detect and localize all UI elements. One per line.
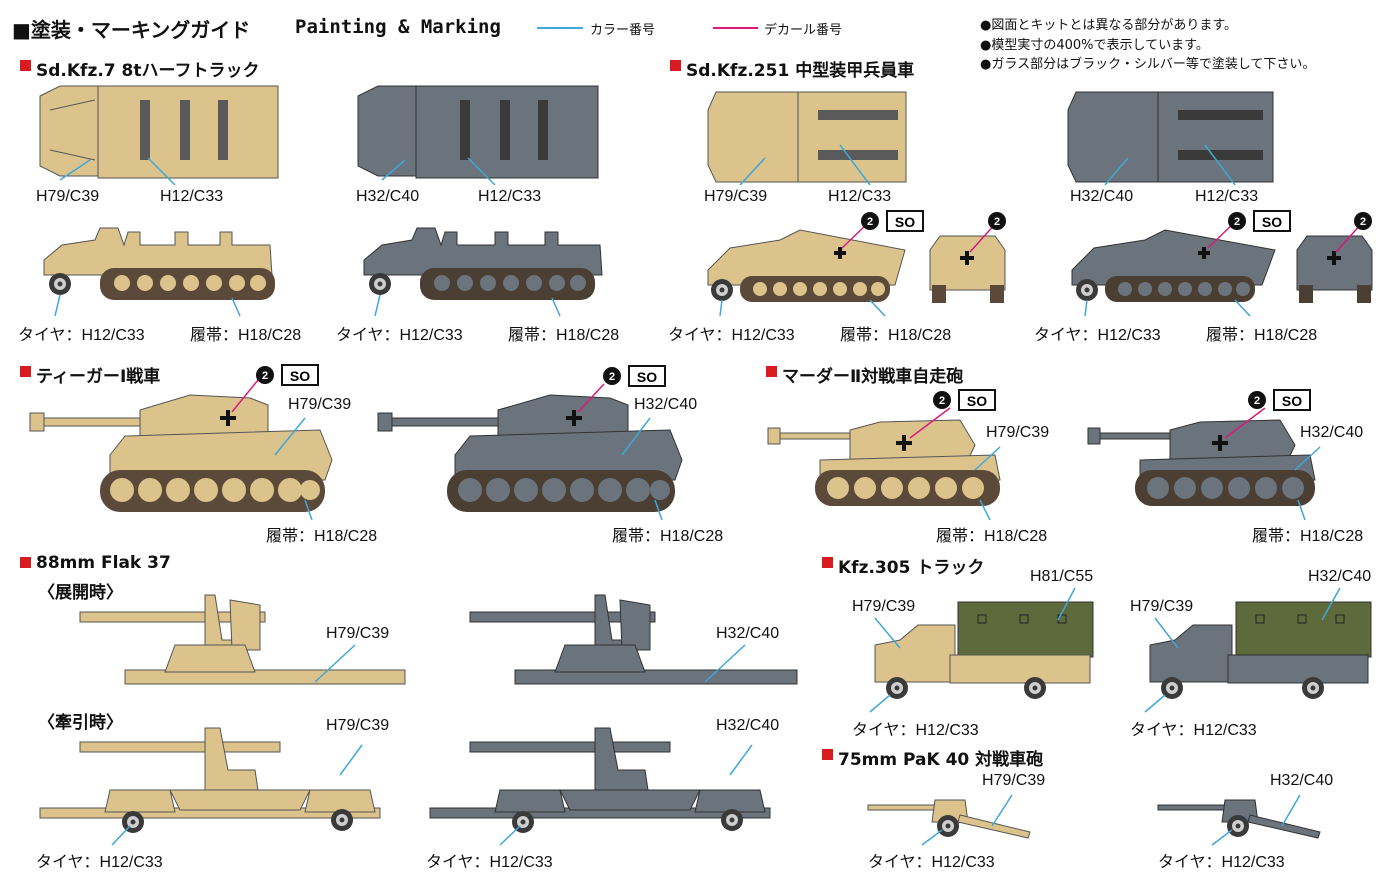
tiger-grey xyxy=(377,394,683,512)
color-label: H79/C39 xyxy=(36,188,100,205)
tire-label: タイヤ：H12/C33 xyxy=(36,854,163,871)
decal-number-2: 2 xyxy=(609,371,615,383)
color-label: H79/C39 xyxy=(1130,598,1194,615)
decal-number-2: 2 xyxy=(1234,216,1240,228)
color-label: H12/C33 xyxy=(1195,188,1259,205)
color-label: H12/C33 xyxy=(478,188,542,205)
decal-so: SO xyxy=(1262,214,1282,230)
section-title-flak: 88mm Flak 37 xyxy=(36,553,171,573)
color-label: H32/C40 xyxy=(1308,568,1372,585)
note-line: ●図面とキットとは異なる部分があります。 xyxy=(980,18,1238,33)
tire-label: タイヤ：H12/C33 xyxy=(1034,327,1161,344)
decal-so: SO xyxy=(967,393,987,409)
tire-label: タイヤ：H12/C33 xyxy=(1130,722,1257,739)
note-line: ●模型実寸の400%で表示しています。 xyxy=(980,38,1209,53)
kfz305-sand xyxy=(874,601,1094,699)
tire-label: タイヤ：H12/C33 xyxy=(1158,854,1285,871)
page-title: ■塗装・マーキングガイド xyxy=(12,18,251,42)
tire-label: タイヤ：H12/C33 xyxy=(18,327,145,344)
section-title-sdkfz7: Sd.Kfz.7 8tハーフトラック xyxy=(36,61,260,81)
decal-number-2: 2 xyxy=(1360,216,1366,228)
track-label: 履帯：H18/C28 xyxy=(266,528,378,545)
pak40-sand xyxy=(867,799,1031,839)
sdkfz251-top-grey xyxy=(1067,91,1274,183)
sdkfz251-top-sand xyxy=(707,91,907,183)
tire-label: タイヤ：H12/C33 xyxy=(868,854,995,871)
color-label: H79/C39 xyxy=(852,598,916,615)
kfz305-grey xyxy=(1149,601,1372,699)
sdkfz251-rear-grey xyxy=(1296,235,1373,303)
legend-color-label: カラー番号 xyxy=(590,23,656,38)
page-title-english: Painting & Marking xyxy=(295,16,501,38)
sdkfz251-rear-sand xyxy=(929,235,1006,303)
decal-so: SO xyxy=(1282,393,1302,409)
tire-label: タイヤ：H12/C33 xyxy=(426,854,553,871)
color-label: H32/C40 xyxy=(1300,424,1364,441)
decal-number-2: 2 xyxy=(262,370,268,382)
color-label: H79/C39 xyxy=(326,625,390,642)
flak-towed-grey xyxy=(429,727,771,833)
legend-decal-label: デカール番号 xyxy=(764,23,843,38)
track-label: 履帯：H18/C28 xyxy=(1206,327,1318,344)
sdkfz7-top-grey xyxy=(357,85,599,179)
sdkfz251-side-sand xyxy=(707,229,906,302)
track-label: 履帯：H18/C28 xyxy=(190,327,302,344)
color-label: H79/C39 xyxy=(986,424,1050,441)
decal-badges: 2 SO 2 2 SO 2 2 SO 2 SO 2 SO 2 SO xyxy=(256,210,1372,411)
color-label: H12/C33 xyxy=(160,188,224,205)
decal-so: SO xyxy=(895,214,915,230)
decal-so: SO xyxy=(290,368,310,384)
decal-so: SO xyxy=(637,369,657,385)
decal-number-2: 2 xyxy=(939,395,945,407)
track-label: 履帯：H18/C28 xyxy=(1252,528,1364,545)
track-label: 履帯：H18/C28 xyxy=(840,327,952,344)
decal-number-2: 2 xyxy=(1254,395,1260,407)
section-title-sdkfz251: Sd.Kfz.251 中型装甲兵員車 xyxy=(686,61,915,81)
color-label: H79/C39 xyxy=(326,717,390,734)
section-title-marder: マーダーⅡ対戦車自走砲 xyxy=(782,367,964,387)
tire-label: タイヤ：H12/C33 xyxy=(668,327,795,344)
flak-deployed-caption: 〈展開時〉 xyxy=(38,583,123,603)
sdkfz7-side-grey xyxy=(363,227,603,300)
note-line: ●ガラス部分はブラック・シルバー等で塗装して下さい。 xyxy=(980,57,1316,72)
flak-deployed-sand xyxy=(79,594,406,685)
sdkfz7-side-sand xyxy=(43,227,275,300)
section-marker-icons xyxy=(20,60,833,760)
section-title-pak40: 75mm PaK 40 対戦車砲 xyxy=(838,750,1044,770)
sdkfz7-top-sand xyxy=(39,85,279,179)
sdkfz251-side-grey xyxy=(1071,229,1276,302)
decal-number-2: 2 xyxy=(867,216,873,228)
marder-sand xyxy=(767,419,1001,506)
flak-towed-sand xyxy=(39,727,381,833)
color-label: H32/C40 xyxy=(634,396,698,413)
decal-number-2: 2 xyxy=(994,216,1000,228)
color-label: H79/C39 xyxy=(982,772,1046,789)
section-title-tiger: ティーガーⅠ戦車 xyxy=(36,367,161,387)
pak40-grey xyxy=(1157,799,1321,839)
track-label: 履帯：H18/C28 xyxy=(612,528,724,545)
color-label: H32/C40 xyxy=(1270,772,1334,789)
track-label: 履帯：H18/C28 xyxy=(508,327,620,344)
track-label: 履帯：H18/C28 xyxy=(936,528,1048,545)
color-label: H81/C55 xyxy=(1030,568,1094,585)
color-label: H12/C33 xyxy=(828,188,892,205)
color-label: H32/C40 xyxy=(716,625,780,642)
color-label: H32/C40 xyxy=(716,717,780,734)
color-label: H32/C40 xyxy=(356,188,420,205)
section-title-kfz305: Kfz.305 トラック xyxy=(838,558,985,578)
color-label: H32/C40 xyxy=(1070,188,1134,205)
flak-towed-caption: 〈牽引時〉 xyxy=(38,713,123,733)
marder-grey xyxy=(1087,419,1316,506)
color-label: H79/C39 xyxy=(288,396,352,413)
color-label: H79/C39 xyxy=(704,188,768,205)
tiger-sand xyxy=(29,394,333,512)
tire-label: タイヤ：H12/C33 xyxy=(336,327,463,344)
tire-label: タイヤ：H12/C33 xyxy=(852,722,979,739)
flak-deployed-grey xyxy=(469,594,798,685)
